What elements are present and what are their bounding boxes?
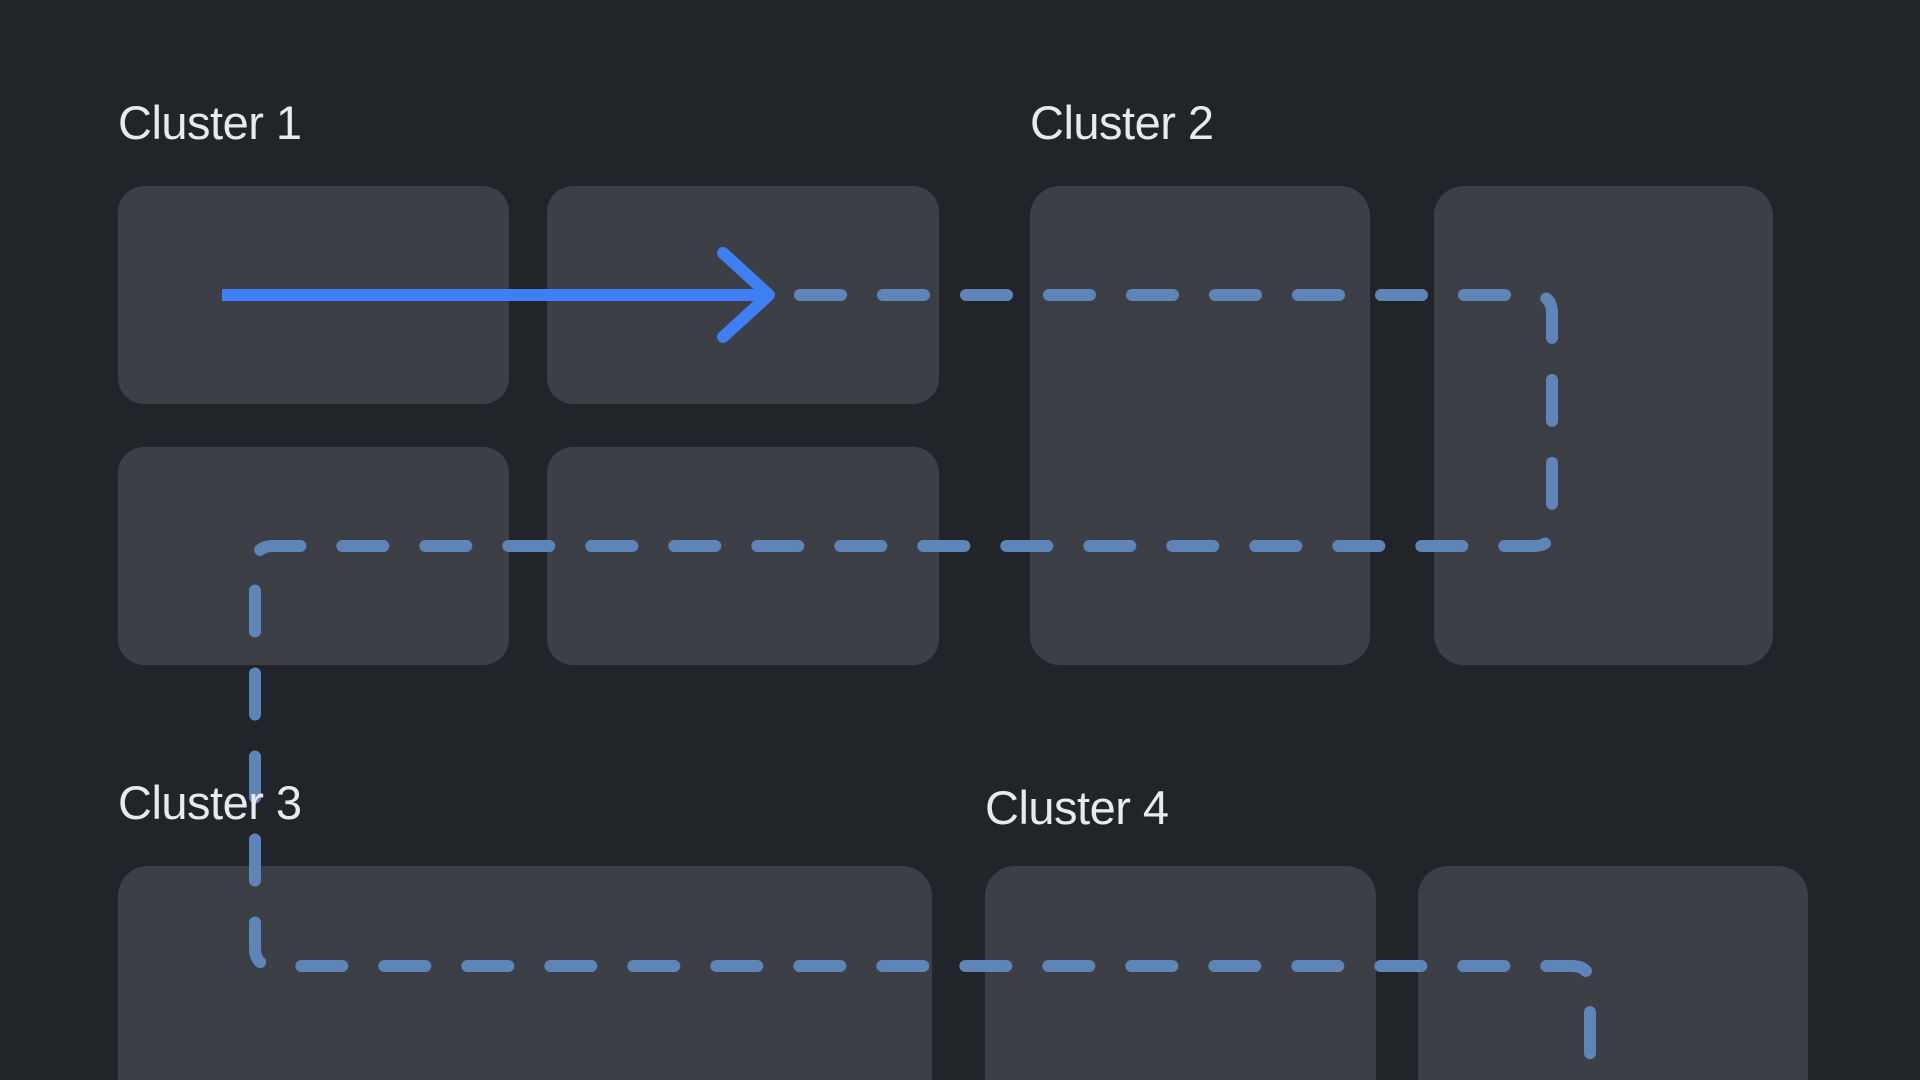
cluster-4-label: Cluster 4	[985, 781, 1169, 834]
cluster-3-label: Cluster 3	[118, 776, 302, 829]
cluster-2-node-2	[1434, 186, 1773, 665]
cluster-3-node-1	[118, 866, 932, 1080]
cluster-1-node-1	[118, 186, 509, 404]
cluster-1-label: Cluster 1	[118, 96, 302, 149]
cluster-1-node-3	[118, 447, 509, 665]
cluster-2-node-1	[1030, 186, 1370, 665]
cluster-4-node-2	[1418, 866, 1808, 1080]
cluster-2-label: Cluster 2	[1030, 96, 1214, 149]
cluster-4-node-1	[985, 866, 1376, 1080]
cluster-1-node-4	[547, 447, 939, 665]
cluster-1-node-2	[547, 186, 939, 404]
